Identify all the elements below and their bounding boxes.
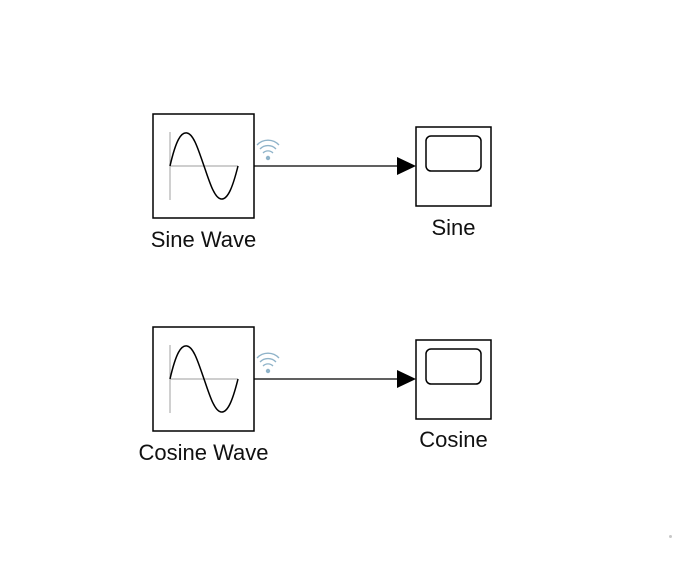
cosine-scope-label: Cosine bbox=[419, 427, 488, 452]
signal-line-cosine[interactable] bbox=[254, 370, 416, 388]
sine-wave-icon bbox=[169, 132, 239, 200]
sine-wave-icon bbox=[169, 345, 239, 413]
signal-broadcast-icon[interactable] bbox=[256, 352, 280, 374]
sine-wave-block[interactable] bbox=[152, 113, 255, 219]
sine-scope-block[interactable] bbox=[415, 126, 492, 207]
arrowhead-icon bbox=[397, 157, 416, 175]
cosine-wave-block[interactable] bbox=[152, 326, 255, 432]
arrowhead-icon bbox=[397, 370, 416, 388]
signal-line-sine[interactable] bbox=[254, 157, 416, 175]
cosine-scope-block[interactable] bbox=[415, 339, 492, 420]
signal-broadcast-icon[interactable] bbox=[256, 139, 280, 161]
scope-screen-icon bbox=[425, 348, 482, 385]
sine-scope-label: Sine bbox=[431, 215, 476, 240]
canvas-resize-handle bbox=[669, 535, 672, 538]
sine-wave-label: Sine Wave bbox=[150, 227, 257, 252]
scope-screen-icon bbox=[425, 135, 482, 172]
cosine-wave-label: Cosine Wave bbox=[138, 440, 269, 465]
